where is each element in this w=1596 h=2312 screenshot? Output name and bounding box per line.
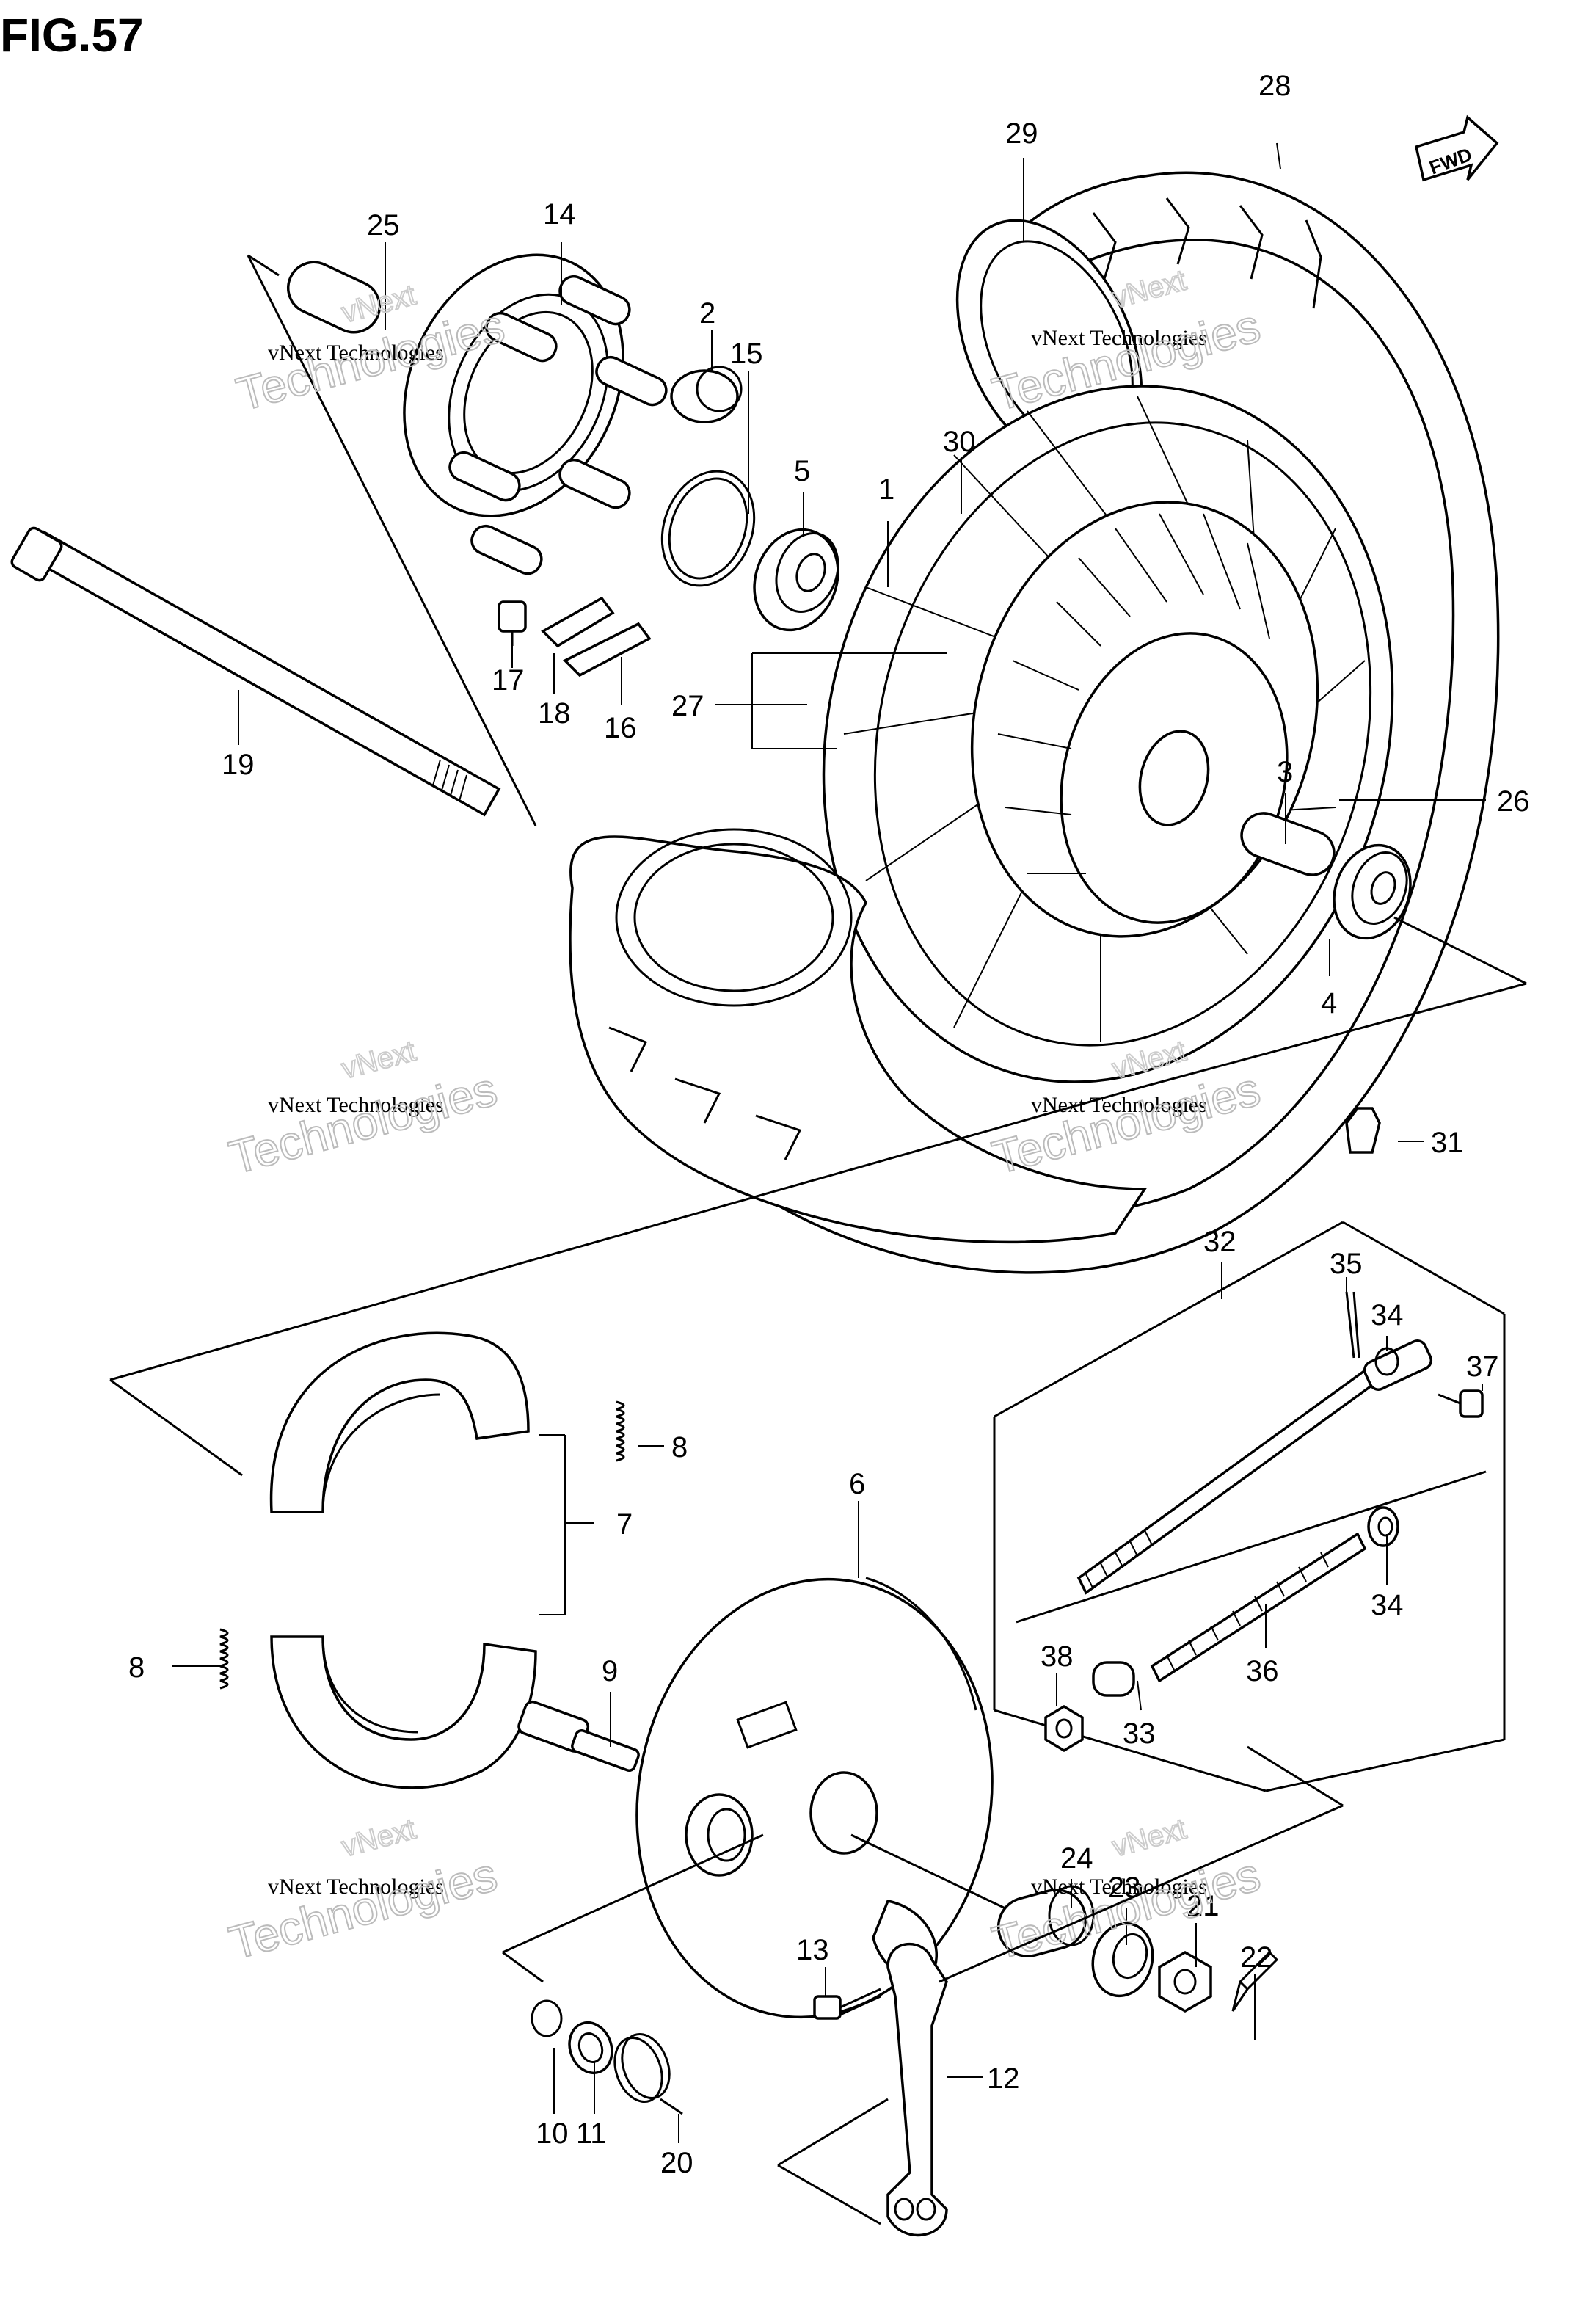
watermark-text: vNext Technologies (268, 1093, 444, 1117)
callout-lines (172, 142, 1486, 2143)
callout-3: 3 (1277, 756, 1293, 788)
bolt-37-part (1438, 1389, 1484, 1418)
o-ring-part (660, 470, 756, 587)
callout-28: 28 (1258, 70, 1291, 102)
spring-36-part (1150, 1532, 1367, 1683)
watermark-outline-a: vNext (1109, 264, 1189, 315)
callout-24: 24 (1060, 1842, 1093, 1875)
brake-group-outline (109, 1085, 1344, 2225)
callout-labels: 1 2 3 4 5 6 7 8 8 9 10 11 12 13 14 15 16… (128, 70, 1530, 2179)
callout-37: 37 (1466, 1351, 1499, 1383)
callout-15: 15 (730, 338, 763, 370)
callout-6: 6 (849, 1468, 865, 1500)
bearing-4-part (1333, 843, 1412, 940)
washer-34b-part (1367, 1506, 1399, 1547)
watermark-midleft: vNext Technologies vNext Technologies (223, 1034, 503, 1185)
circlip-10-part (531, 1999, 563, 2037)
callout-26: 26 (1497, 785, 1530, 818)
bush-part (670, 366, 743, 423)
nut-38-part (1044, 1704, 1084, 1753)
dowel-part (287, 261, 381, 334)
bolt-17-part (498, 600, 527, 646)
wheel-hub-part (970, 501, 1319, 938)
callout-2: 2 (699, 297, 715, 330)
callout-10: 10 (536, 2117, 569, 2150)
callout-34a: 34 (1371, 1299, 1404, 1331)
nut-21-part (1158, 1950, 1212, 2013)
callout-11: 11 (576, 2117, 607, 2150)
washer-18-part (541, 596, 615, 648)
axle-part (10, 526, 501, 817)
watermark-text: vNext Technologies (268, 341, 444, 365)
callout-21: 21 (1187, 1890, 1220, 1922)
tire-lower-section (569, 828, 1148, 1244)
return-spring-20-part (613, 2032, 683, 2115)
callout-34b: 34 (1371, 1589, 1404, 1621)
watermark-text: vNext Technologies (1031, 1093, 1207, 1117)
cotter-pin-35-part (1345, 1291, 1360, 1359)
watermark-outline-b: Technologies (224, 1847, 502, 1969)
watermark-text: vNext Technologies (268, 1875, 444, 1899)
brake-shoe-upper-part (269, 1331, 530, 1513)
watermark-outline-a: vNext (338, 1813, 419, 1864)
callout-8b: 8 (128, 1651, 145, 1684)
bearing-5-part (753, 528, 839, 632)
callout-8a: 8 (671, 1431, 688, 1464)
watermark-bottomleft: vNext Technologies vNext Technologies (223, 1812, 503, 1971)
joint-33-part (1092, 1661, 1135, 1697)
callout-36: 36 (1246, 1655, 1279, 1687)
callout-20: 20 (660, 2147, 693, 2179)
figure-title: FIG.57 (0, 9, 144, 62)
torque-rod-part (1076, 1339, 1433, 1595)
torque-rod-group-outline (993, 1221, 1506, 1792)
callout-4: 4 (1321, 987, 1337, 1019)
watermark-outline-a: vNext (338, 1035, 419, 1086)
callout-38: 38 (1041, 1640, 1074, 1673)
cotter-pin-22-part (1231, 1950, 1279, 2012)
seal-23-part (1091, 1922, 1154, 1998)
valve-cap-part (1345, 1107, 1381, 1154)
callout-22: 22 (1240, 1941, 1273, 1974)
callout-1: 1 (878, 473, 894, 506)
callout-14: 14 (543, 198, 576, 230)
watermark-text: vNext Technologies (1031, 326, 1207, 350)
callout-30: 30 (943, 426, 976, 458)
guide-line (1016, 1470, 1487, 1624)
lock-plate-16-part (563, 622, 652, 677)
upper-group-outline (247, 254, 537, 826)
callout-16: 16 (604, 712, 637, 744)
callout-19: 19 (222, 749, 255, 781)
callout-25: 25 (367, 209, 400, 241)
spacer-part (1240, 812, 1336, 876)
callout-33: 33 (1123, 1717, 1156, 1750)
callout-5: 5 (794, 455, 810, 487)
callout-31: 31 (1431, 1127, 1464, 1159)
right-group-outline (1144, 916, 1527, 1088)
fwd-arrow-icon: FWD (1414, 114, 1499, 182)
sprocket-carrier-part (403, 253, 668, 575)
callout-12: 12 (987, 2062, 1020, 2095)
callout-17: 17 (492, 664, 525, 697)
brake-cam-part (517, 1700, 640, 1772)
washer-11-part (568, 2021, 613, 2075)
brake-shoe-lower-part (270, 1635, 537, 1789)
callout-13: 13 (796, 1934, 829, 1966)
callout-32: 32 (1203, 1226, 1236, 1258)
callout-29: 29 (1005, 117, 1038, 150)
callout-27: 27 (671, 690, 704, 722)
callout-23: 23 (1108, 1872, 1141, 1904)
brake-panel-part (635, 1577, 994, 2019)
callout-7: 7 (616, 1508, 633, 1541)
callout-18: 18 (538, 697, 571, 730)
watermark-outline-a: vNext (1109, 1813, 1189, 1864)
bolt-13-part (813, 1988, 881, 2020)
brake-lever-part (886, 1943, 948, 2237)
spring-8a-part (616, 1400, 625, 1462)
callout-35: 35 (1330, 1248, 1363, 1280)
spring-8b-part (219, 1628, 229, 1690)
callout-9: 9 (602, 1655, 618, 1687)
